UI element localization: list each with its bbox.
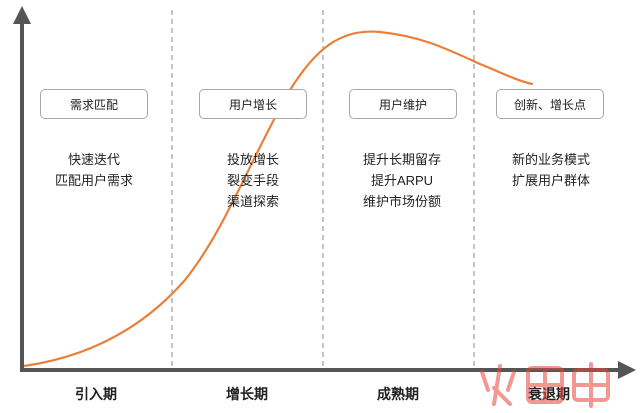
stage-box-decline: 创新、增长点	[496, 89, 604, 119]
stage-desc-line: 裂变手段	[226, 173, 279, 188]
stage-desc-line: 提升ARPU	[370, 173, 434, 188]
stage-desc-line: 投放增长	[226, 152, 279, 167]
stage-desc-growth: 投放增长 裂变手段 渠道探索	[178, 149, 328, 212]
stage-desc-intro: 快速迭代 匹配用户需求	[19, 149, 169, 191]
stage-desc-line: 新的业务模式	[511, 152, 590, 167]
phase-label-decline: 衰退期	[528, 386, 570, 402]
stage-desc-line: 渠道探索	[226, 194, 279, 209]
stage-desc-mature: 提升长期留存 提升ARPU 维护市场份额	[327, 149, 477, 212]
y-axis-arrow	[13, 6, 31, 24]
stage-desc-line: 匹配用户需求	[54, 173, 133, 188]
stage-desc-line: 维护市场份额	[362, 194, 441, 209]
stage-box-intro: 需求匹配	[40, 89, 148, 119]
watermark-logo-icon	[480, 362, 610, 408]
stage-box-mature: 用户维护	[349, 89, 457, 119]
stage-desc-line: 快速迭代	[67, 152, 120, 167]
stage-box-growth: 用户增长	[199, 89, 307, 119]
lifecycle-curve	[22, 30, 534, 368]
phase-label-intro: 引入期	[75, 386, 117, 402]
stage-desc-line: 扩展用户群体	[511, 173, 590, 188]
stage-desc-decline: 新的业务模式 扩展用户群体	[476, 149, 626, 191]
x-axis-arrow	[618, 361, 636, 379]
stage-desc-line: 提升长期留存	[362, 152, 441, 167]
phase-label-mature: 成熟期	[377, 386, 419, 402]
phase-label-growth: 增长期	[226, 386, 268, 402]
